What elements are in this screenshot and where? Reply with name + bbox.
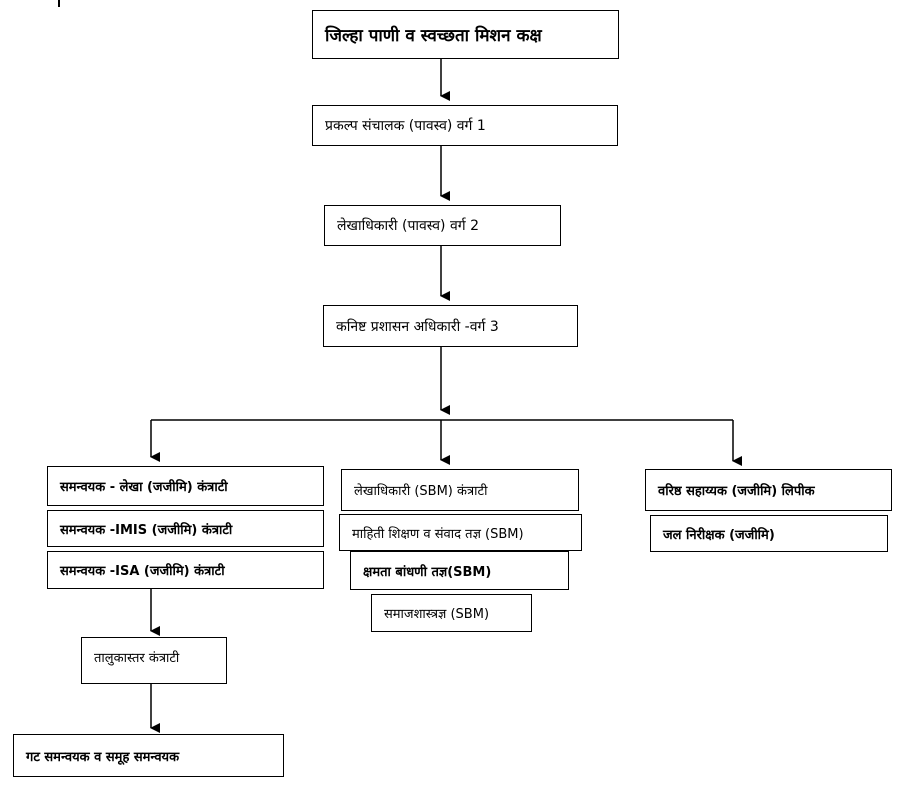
node-label: समन्वयक -ISA (जजीमि) कंत्राटी (60, 564, 225, 579)
node-label: क्षमता बांधणी तज्ञ(SBM) (363, 564, 492, 580)
node-project-director: प्रकल्प संचालक (पावस्व) वर्ग 1 (312, 105, 618, 146)
node-label: तालुकास्तर कंत्राटी (94, 651, 180, 666)
node-label: वरिष्ठ सहाय्यक (जजीमि) लिपीक (658, 484, 815, 499)
node-coordinator-accounts: समन्वयक - लेखा (जजीमि) कंत्राटी (47, 466, 324, 506)
node-sbm-accounts-officer: लेखाधिकारी (SBM) कंत्राटी (341, 469, 579, 511)
node-coordinator-isa: समन्वयक -ISA (जजीमि) कंत्राटी (47, 551, 324, 589)
node-label: समाजशास्त्रज्ञ (SBM) (384, 607, 490, 622)
node-accounts-officer: लेखाधिकारी (पावस्व) वर्ग 2 (324, 205, 561, 246)
node-senior-assistant: वरिष्ठ सहाय्यक (जजीमि) लिपीक (645, 469, 892, 511)
node-group-coordinator: गट समन्वयक व समूह समन्वयक (13, 734, 284, 777)
node-sociologist: समाजशास्त्रज्ञ (SBM) (371, 594, 532, 632)
node-mission-cell: जिल्हा पाणी व स्वच्छता मिशन कक्ष (312, 10, 619, 59)
node-label: माहिती शिक्षण व संवाद तज्ञ (SBM) (352, 526, 524, 542)
node-iec-expert: माहिती शिक्षण व संवाद तज्ञ (SBM) (339, 514, 582, 551)
node-label: लेखाधिकारी (पावस्व) वर्ग 2 (337, 218, 479, 234)
node-junior-admin-officer: कनिष्ट प्रशासन अधिकारी -वर्ग 3 (323, 305, 578, 347)
node-taluka-contract: तालुकास्तर कंत्राटी (81, 637, 227, 684)
node-label: लेखाधिकारी (SBM) कंत्राटी (354, 484, 488, 499)
node-label: जिल्हा पाणी व स्वच्छता मिशन कक्ष (325, 26, 542, 46)
node-label: समन्वयक - लेखा (जजीमि) कंत्राटी (60, 480, 228, 495)
node-label: जल निरीक्षक (जजीमि) (663, 527, 775, 543)
node-label: समन्वयक -IMIS (जजीमि) कंत्राटी (60, 522, 233, 538)
node-coordinator-imis: समन्वयक -IMIS (जजीमि) कंत्राटी (47, 510, 324, 547)
node-label: गट समन्वयक व समूह समन्वयक (26, 749, 180, 765)
corner-tick-mark (58, 0, 60, 7)
node-label: प्रकल्प संचालक (पावस्व) वर्ग 1 (325, 118, 486, 134)
node-label: कनिष्ट प्रशासन अधिकारी -वर्ग 3 (336, 318, 499, 335)
node-water-inspector: जल निरीक्षक (जजीमि) (650, 515, 888, 552)
node-capacity-building-expert: क्षमता बांधणी तज्ञ(SBM) (350, 551, 569, 590)
